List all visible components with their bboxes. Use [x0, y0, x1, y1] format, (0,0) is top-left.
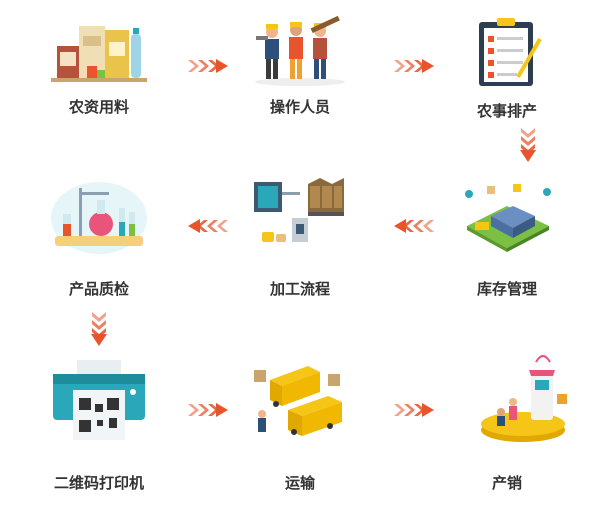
- step-transport: 运输: [225, 360, 375, 510]
- step-label: 二维码打印机: [53, 474, 144, 492]
- step-quality-check: 产品质检: [24, 178, 174, 328]
- delivery-trucks-icon: [254, 366, 342, 436]
- step-label: 加工流程: [269, 280, 330, 298]
- step-label: 农资用料: [68, 98, 129, 116]
- step-label: 运输: [284, 474, 315, 492]
- arrow-right-icon: [394, 403, 434, 417]
- arrow-right-icon: [394, 59, 434, 73]
- workers-icon: [255, 15, 345, 86]
- step-label: 产品质检: [68, 280, 129, 298]
- step-qr-printer: 二维码打印机: [24, 360, 174, 510]
- step-label: 产销: [491, 474, 522, 492]
- step-farm-supplies: 农资用料: [24, 16, 174, 166]
- farm-supplies-icon: [51, 26, 147, 82]
- arrow-down-icon: [91, 312, 107, 346]
- arrow-right-icon: [188, 59, 228, 73]
- step-schedule: 农事排产: [432, 16, 582, 166]
- step-label: 操作人员: [269, 98, 330, 116]
- step-workers: 操作人员: [225, 15, 375, 166]
- step-warehouse: 库存管理: [432, 178, 582, 328]
- arrow-left-icon: [394, 219, 434, 233]
- qr-printer-icon: [53, 360, 145, 440]
- warehouse-icon: [465, 184, 551, 252]
- arrow-down-icon: [520, 128, 536, 162]
- step-label: 库存管理: [476, 280, 537, 298]
- processing-plant-icon: [254, 178, 344, 242]
- arrow-left-icon: [188, 219, 228, 233]
- retail-store-icon: [481, 355, 567, 442]
- lab-flask-icon: [51, 182, 147, 254]
- step-processing: 加工流程: [225, 168, 375, 318]
- step-retail: 产销: [448, 340, 598, 492]
- schedule-checklist-icon: [479, 18, 542, 86]
- step-label: 农事排产: [476, 102, 537, 120]
- arrow-right-icon: [188, 403, 228, 417]
